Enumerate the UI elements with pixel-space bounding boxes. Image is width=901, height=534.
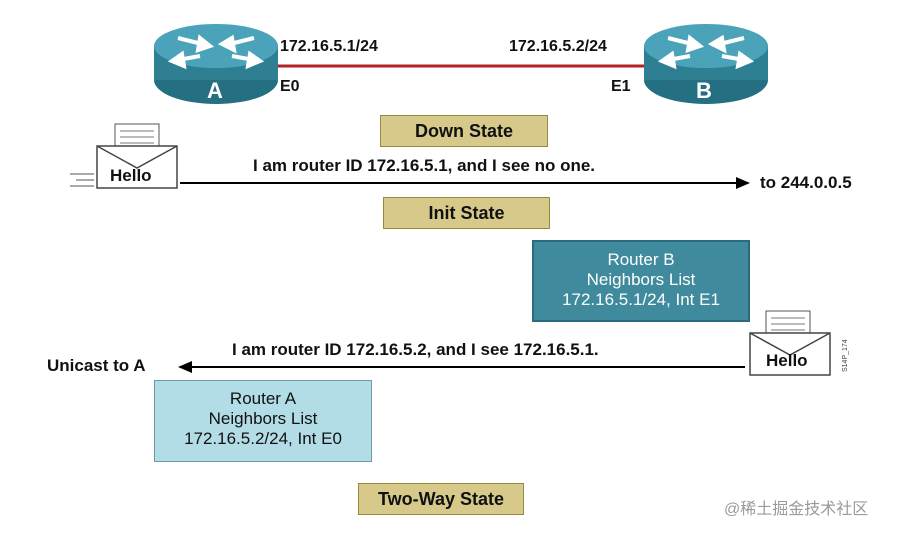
watermark: @稀土掘金技术社区 (724, 501, 869, 518)
message-router-b: I am router ID 172.16.5.2, and I see 172… (232, 340, 599, 359)
router-a-label: A (207, 78, 223, 103)
router-b-label: B (696, 78, 712, 103)
router-a-interface: E0 (280, 78, 300, 95)
state-two-way: Two-Way State (358, 483, 524, 515)
neighbors-b-entry: 172.16.5.1/24, Int E1 (562, 290, 720, 309)
state-init: Init State (383, 197, 550, 229)
message-router-a: I am router ID 172.16.5.1, and I see no … (253, 156, 596, 175)
destination-multicast: to 244.0.0.5 (760, 173, 852, 192)
router-a-icon (154, 24, 278, 104)
hello-label-a: Hello (110, 166, 152, 185)
neighbors-a-entry: 172.16.5.2/24, Int E0 (184, 429, 342, 448)
neighbors-b-title: Router B (607, 250, 675, 269)
arrow-to-multicast (180, 177, 750, 189)
neighbors-list-router-b: Router B Neighbors List 172.16.5.1/24, I… (532, 240, 750, 322)
hello-envelope-a-icon (70, 123, 178, 189)
neighbors-a-title: Router A (229, 389, 297, 408)
router-b-interface: E1 (611, 78, 631, 95)
hello-envelope-b-icon (749, 310, 831, 376)
neighbors-a-subtitle: Neighbors List (208, 409, 318, 428)
neighbors-b-subtitle: Neighbors List (586, 270, 696, 289)
state-down: Down State (380, 115, 548, 147)
arrow-unicast-to-a (178, 361, 745, 373)
destination-unicast: Unicast to A (47, 356, 146, 375)
hello-label-b: Hello (766, 351, 808, 370)
neighbors-list-router-a: Router A Neighbors List 172.16.5.2/24, I… (154, 380, 372, 462)
router-b-ip: 172.16.5.2/24 (509, 38, 607, 55)
router-a-ip: 172.16.5.1/24 (280, 38, 378, 55)
router-b-icon (644, 24, 768, 104)
slide-code: S14P_174 (842, 339, 849, 372)
